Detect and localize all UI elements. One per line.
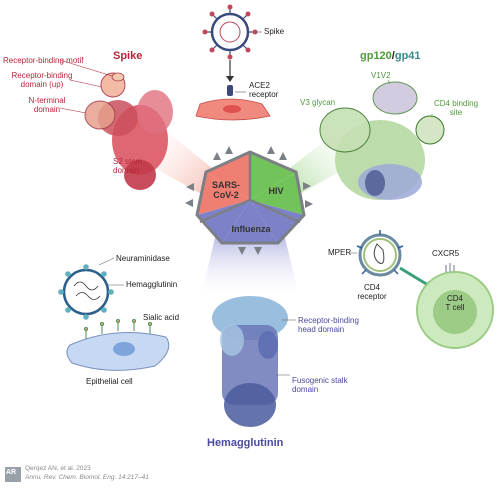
ace2-receptor-label: ACE2 receptor: [249, 81, 279, 100]
gp120-gp41-title: gp120/gp41: [360, 50, 421, 63]
spike-title: Spike: [113, 50, 143, 62]
hemagglutinin-title: Hemagglutinin: [207, 437, 284, 449]
cd4-t-cell-icon: [416, 271, 494, 349]
gp120-title: gp120: [360, 50, 392, 62]
arrow-down-icon: [226, 60, 234, 82]
citation-journal: Annu. Rev. Chem. Biomol. Eng. 14:217–41: [25, 474, 149, 481]
annual-reviews-logo-text: AR: [6, 469, 17, 476]
cd4-receptor-label: CD4 receptor: [357, 283, 387, 302]
v3-glycan-label: V3 glycan: [300, 98, 336, 107]
cd4-binding-site-label: CD4 binding site: [433, 99, 479, 118]
gp41-title: gp41: [394, 50, 421, 62]
hub-hiv-label: HIV: [268, 186, 284, 196]
hemagglutinin-small-label: Hemagglutinin: [126, 280, 178, 289]
hub-influenza-label: Influenza: [231, 224, 271, 234]
spike-virus-label: Spike: [264, 27, 285, 36]
neuraminidase-label: Neuraminidase: [116, 254, 170, 263]
virus-hub-icon: [185, 146, 313, 255]
hub-sars-label: SARS- CoV-2: [211, 180, 240, 201]
epithelial-cell-label: Epithelial cell: [86, 377, 133, 386]
receptor-binding-head-domain-label: Receptor-binding head domain: [298, 316, 359, 335]
receptor-binding-domain-label: Receptor-binding domain (up): [11, 71, 73, 90]
cxcr5-label: CXCR5: [432, 249, 460, 258]
citation-authors: Qerqez AN, et al. 2023: [25, 465, 91, 472]
ace2-host-cell-icon: [195, 85, 271, 121]
gp-title-separator: /: [391, 50, 395, 62]
epithelial-cell-icon: [66, 319, 170, 371]
cd4-t-cell-label: CD4 T cell: [445, 294, 465, 313]
receptor-binding-motif-label: Receptor-binding motif: [3, 56, 84, 65]
hiv-virus-icon: [350, 230, 404, 277]
gp120-gp41-protein-structure-icon: [319, 79, 445, 200]
sialic-acid-label: Sialic acid: [143, 313, 180, 322]
n-terminal-domain-label: N-terminal domain: [28, 96, 66, 115]
s2-stem-domain-label: S2 stem domain: [113, 157, 143, 176]
influenza-virus-icon: [58, 257, 124, 320]
annual-reviews-logo: [5, 467, 21, 482]
fusogenic-stalk-domain-label: Fusogenic stalk domain: [292, 376, 348, 395]
mper-label: MPER: [328, 248, 352, 257]
coronavirus-icon: [202, 4, 262, 60]
hemagglutinin-protein-structure-icon: [212, 296, 296, 427]
v1v2-label: V1V2: [371, 71, 391, 80]
spike-protein-structure-icon: [59, 59, 173, 190]
ha-beam: [200, 238, 300, 300]
